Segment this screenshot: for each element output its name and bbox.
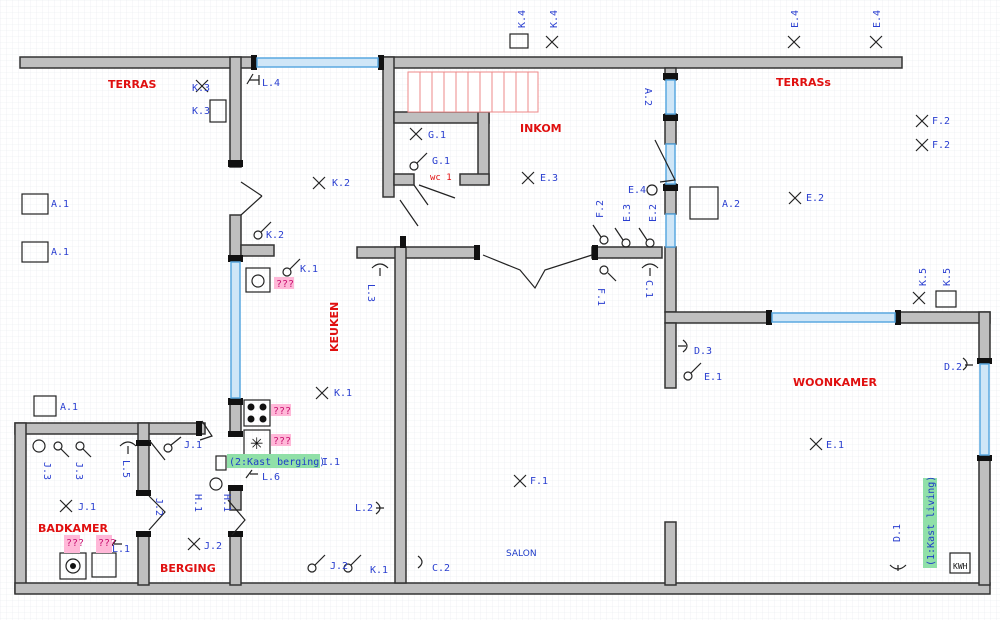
hob-icon	[70, 403, 267, 569]
kast-berging-label: (2:Kast berging)	[229, 457, 325, 468]
stairs	[407, 71, 539, 113]
unknown-label: ???	[273, 406, 291, 417]
item-label: L.5	[120, 460, 131, 478]
item-label: A.1	[51, 199, 69, 210]
window-caps	[136, 55, 992, 537]
room-inkom: INKOM	[520, 122, 562, 135]
item-label: K.1	[300, 264, 318, 275]
item-label: C.2	[432, 563, 450, 574]
item-label: H.1	[192, 494, 203, 512]
item-label: L.1	[112, 544, 130, 555]
item-label: E.2	[648, 204, 659, 222]
room-terras-left: TERRAS	[108, 78, 156, 91]
item-label: K.2	[266, 230, 284, 241]
item-label: J.3	[41, 462, 52, 480]
room-badkamer: BADKAMER	[38, 522, 109, 535]
item-label: J.3	[73, 462, 84, 480]
item-label: F.2	[932, 116, 950, 127]
item-label: D.2	[944, 362, 962, 373]
item-label: D.3	[694, 346, 712, 357]
item-label: E.2	[806, 193, 824, 204]
item-label: K.4	[517, 10, 528, 28]
item-label: G.1	[428, 130, 446, 141]
item-label: A.1	[51, 247, 69, 258]
unknown-label: ???	[273, 436, 291, 447]
item-label: I.1	[322, 457, 340, 468]
item-label: E.1	[704, 372, 722, 383]
room-woonkamer: WOONKAMER	[793, 376, 878, 389]
kast-living-badge	[923, 478, 937, 568]
item-label: K.1	[370, 565, 388, 576]
item-label: K.2	[332, 178, 350, 189]
unknown-label: ???	[276, 279, 294, 290]
kast-berging-badge	[227, 454, 320, 468]
item-label: L.3	[365, 284, 376, 302]
kast-living-label: (1:Kast living)	[926, 476, 937, 566]
item-label: K.5	[918, 268, 929, 286]
item-label: A.1	[60, 402, 78, 413]
item-label: K.1	[334, 388, 352, 399]
item-label: H.1	[221, 494, 232, 512]
item-label: J.1	[78, 502, 96, 513]
item-label: J.2	[153, 498, 164, 516]
wall-light-icons	[109, 73, 973, 571]
item-label: F.1	[595, 288, 606, 306]
room-keuken: KEUKEN	[328, 302, 341, 352]
item-label: K.4	[549, 10, 560, 28]
kwh-label: KWH	[953, 562, 968, 571]
item-label: A.2	[642, 88, 653, 106]
item-label: L.6	[262, 472, 280, 483]
room-wc: wc 1	[430, 173, 452, 183]
item-label: F.2	[595, 200, 606, 218]
room-berging: BERGING	[160, 562, 216, 575]
item-label: J.1	[184, 440, 202, 451]
item-label: E.3	[540, 173, 558, 184]
item-label: G.1	[432, 156, 450, 167]
item-label: L.2	[355, 503, 373, 514]
item-label: L.4	[262, 78, 280, 89]
item-label: J.2	[204, 541, 222, 552]
item-label: E.3	[622, 204, 633, 222]
windows	[230, 57, 990, 456]
item-label: K.3	[192, 83, 210, 94]
fan-icon: ✳	[250, 434, 263, 453]
item-label: D.1	[892, 524, 903, 542]
item-labels: K.3 K.3 L.4 K.4 K.4 E.4 E.4 G.1 G.1 E.3 …	[41, 10, 962, 576]
item-label: E.4	[790, 10, 801, 28]
item-label: C.1	[643, 280, 654, 298]
unknown-label: ???	[98, 538, 116, 549]
unknown-badges	[64, 277, 294, 553]
item-label: A.2	[722, 199, 740, 210]
device-icons	[21, 33, 971, 580]
item-label: E.4	[628, 185, 646, 196]
item-label: E.4	[872, 10, 883, 28]
item-label: K.3	[192, 106, 210, 117]
switch-icons	[53, 152, 702, 573]
item-label: F.2	[932, 140, 950, 151]
item-label: F.1	[530, 476, 548, 487]
item-label: J.2	[330, 561, 348, 572]
unknown-label: ???	[66, 538, 84, 549]
room-terras-right: TERRASs	[776, 76, 831, 89]
ceiling-light-icons	[59, 35, 929, 551]
item-label: E.1	[826, 440, 844, 451]
doors	[148, 139, 676, 536]
item-label: K.5	[942, 268, 953, 286]
room-salon: SALON	[506, 549, 537, 559]
